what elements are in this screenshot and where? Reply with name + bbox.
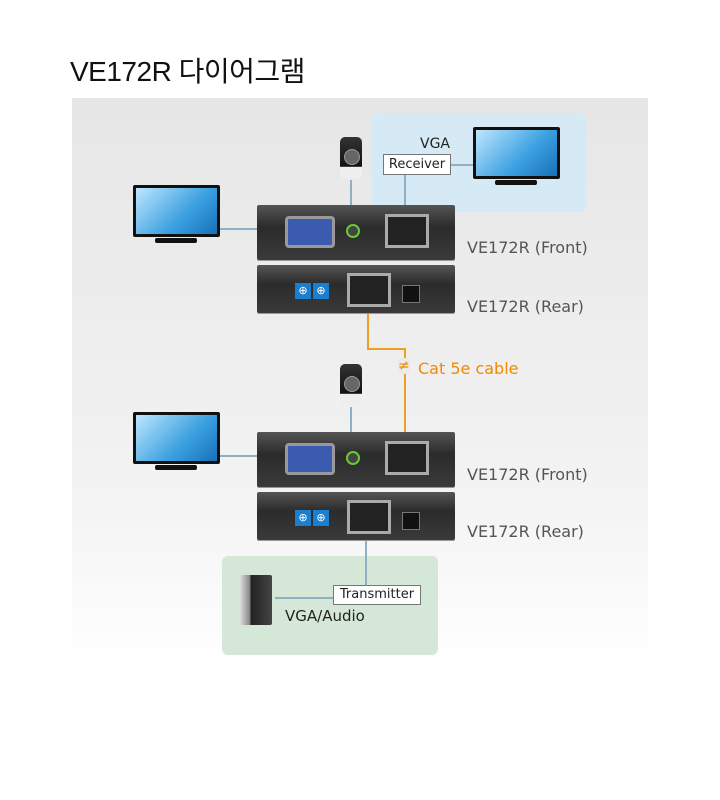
monitor-icon [133, 185, 220, 245]
page-title: VE172R 다이어그램 [70, 56, 305, 87]
device-label-front: VE172R (Front) [467, 238, 588, 257]
audio-cable [350, 180, 352, 220]
cat5e-cable [404, 348, 406, 440]
terminal-icon: ⊕ [313, 283, 329, 299]
computer-icon [240, 575, 272, 625]
vga-label: VGA [420, 136, 451, 152]
monitor-icon [473, 127, 560, 187]
monitor-cable [220, 228, 257, 230]
speaker-icon [340, 364, 362, 406]
device-label-rear: VE172R (Rear) [467, 297, 584, 316]
power-jack-icon [402, 285, 420, 303]
terminal-icon: ⊕ [295, 510, 311, 526]
power-jack-icon [402, 512, 420, 530]
transmitter-cable [365, 540, 367, 585]
receiver-front-panel [257, 205, 455, 260]
monitor-cable [220, 455, 257, 457]
receiver-rear-panel: ⊕ ⊕ [257, 265, 455, 313]
transmitter-front-panel [257, 432, 455, 487]
vga-audio-label: VGA/Audio [285, 607, 365, 625]
transmitter-rear-panel: ⊕ ⊕ [257, 492, 455, 540]
cable-break-mark: ≠ [398, 358, 410, 374]
vga-port-icon [285, 443, 335, 475]
rj45-port-icon [347, 500, 391, 534]
cat5e-cable [367, 313, 369, 349]
rj45-port-icon [385, 214, 429, 248]
receiver-cable [404, 174, 406, 214]
terminal-icon: ⊕ [295, 283, 311, 299]
device-label-rear: VE172R (Rear) [467, 522, 584, 541]
rj45-port-icon [385, 441, 429, 475]
audio-cable [350, 407, 352, 447]
cable-label: Cat 5e cable [418, 359, 519, 378]
rj45-port-icon [347, 273, 391, 307]
receiver-label: Receiver [383, 154, 451, 175]
cat5e-cable [367, 348, 406, 350]
audio-jack-icon [346, 224, 360, 238]
receiver-monitor-cable [450, 164, 473, 166]
transmitter-label: Transmitter [333, 585, 421, 605]
terminal-icon: ⊕ [313, 510, 329, 526]
device-label-front: VE172R (Front) [467, 465, 588, 484]
pc-cable [275, 597, 333, 599]
speaker-icon [340, 137, 362, 179]
vga-port-icon [285, 216, 335, 248]
monitor-icon [133, 412, 220, 472]
audio-jack-icon [346, 451, 360, 465]
